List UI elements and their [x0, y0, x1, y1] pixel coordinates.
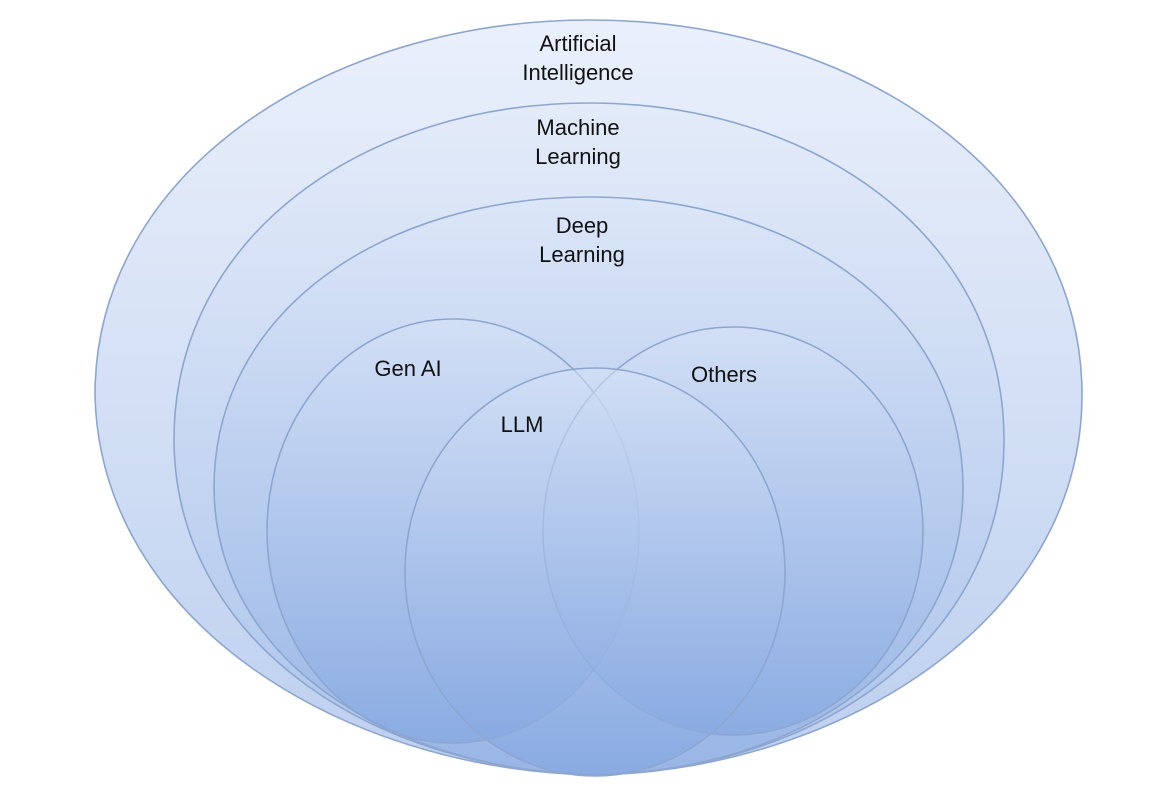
machine-learning-label-line1: Machine [536, 115, 619, 140]
artificial-intelligence-label-line1: Artificial [539, 31, 616, 56]
llm-label: LLM [501, 412, 544, 437]
llm-region: LLM [404, 367, 786, 777]
machine-learning-label-line2: Learning [535, 144, 621, 169]
artificial-intelligence-label-line2: Intelligence [522, 60, 633, 85]
llm-circle [404, 367, 786, 777]
deep-learning-label-line2: Learning [539, 242, 625, 267]
deep-learning-label-line1: Deep [556, 213, 609, 238]
others-label: Others [691, 362, 757, 387]
gen-ai-label: Gen AI [374, 356, 441, 381]
